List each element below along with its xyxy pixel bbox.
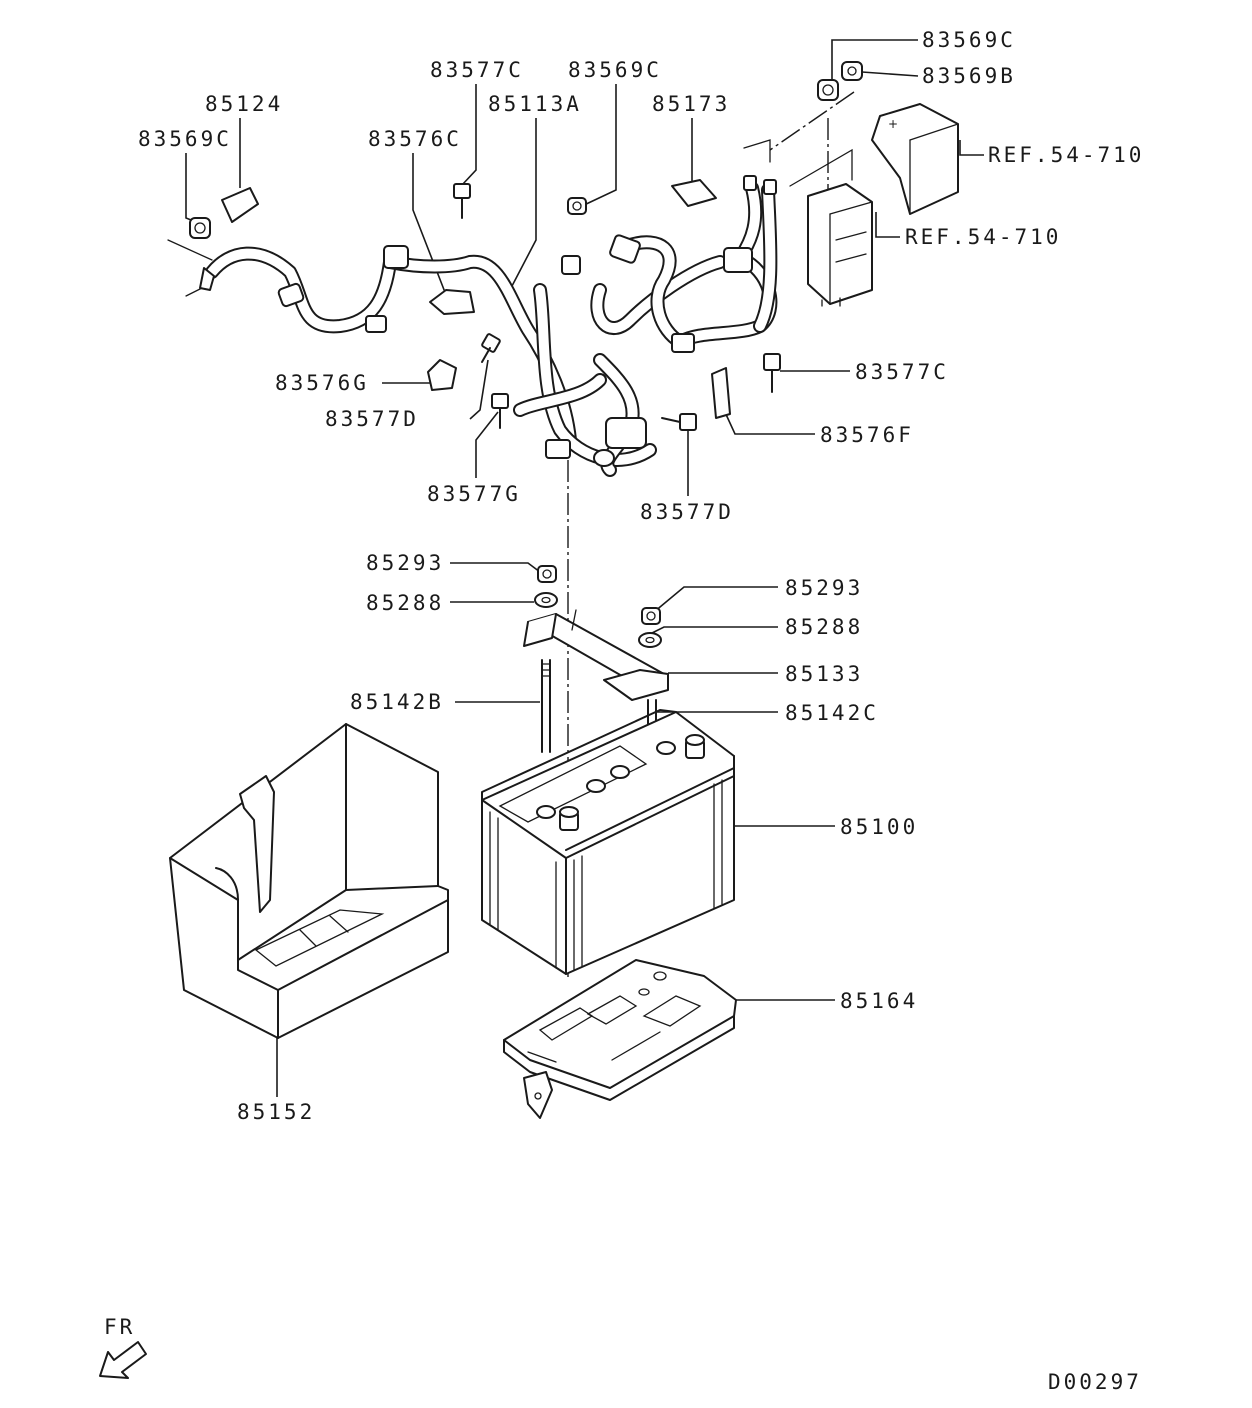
bolt-83577c-top[interactable] — [453, 183, 471, 219]
nut-83569c-left[interactable] — [189, 217, 211, 239]
label-83576C[interactable]: 83576C — [368, 127, 462, 151]
label-85288-left[interactable]: 85288 — [366, 591, 444, 615]
label-85142B[interactable]: 85142B — [350, 690, 444, 714]
leader-83577G — [475, 411, 499, 478]
washer-85288-left[interactable] — [534, 592, 558, 608]
sheet-code: D00297 — [1048, 1370, 1142, 1394]
leader-83569C-top — [831, 39, 918, 80]
clip-85124[interactable] — [221, 187, 259, 223]
battery-tray-85152[interactable] — [169, 723, 449, 1039]
nut-85293-right[interactable] — [641, 607, 661, 625]
bracket-85173[interactable] — [671, 179, 717, 207]
label-85173[interactable]: 85173 — [652, 92, 730, 116]
leader-83576C — [412, 153, 449, 301]
leader-85288-right — [649, 626, 778, 635]
bracket-83576g[interactable] — [427, 359, 457, 391]
leader-83577D-left — [469, 359, 489, 420]
label-85133[interactable]: 85133 — [785, 662, 863, 686]
nut-85293-left[interactable] — [537, 565, 557, 583]
bracket-83576c[interactable] — [429, 289, 475, 315]
label-85142C[interactable]: 85142C — [785, 701, 879, 725]
label-83577C-top[interactable]: 83577C — [430, 58, 524, 82]
leader-83577C-top — [461, 84, 477, 186]
label-83576F[interactable]: 83576F — [820, 423, 914, 447]
leader-83569B — [861, 71, 919, 77]
leader-85293-left — [450, 562, 541, 573]
svg-text:+: + — [888, 117, 898, 131]
label-83576G[interactable]: 83576G — [275, 371, 369, 395]
harness-fasteners — [189, 61, 863, 431]
battery-85100[interactable] — [481, 709, 735, 975]
leader-85113A — [511, 118, 537, 287]
nut-83569c-top[interactable] — [817, 79, 839, 101]
arrow-down-left-icon — [99, 1341, 147, 1379]
rod-85142b[interactable] — [541, 659, 551, 753]
bolt-83577c-right[interactable] — [763, 353, 781, 393]
label-83569B[interactable]: 83569B — [922, 64, 1016, 88]
label-85288-right[interactable]: 85288 — [785, 615, 863, 639]
label-83569C-left[interactable]: 83569C — [138, 127, 232, 151]
label-83577D-left[interactable]: 83577D — [325, 407, 419, 431]
nut-83569c-mid[interactable] — [567, 197, 587, 215]
battery-hold-down-85133[interactable] — [523, 609, 669, 701]
label-83577G[interactable]: 83577G — [427, 482, 521, 506]
label-85293-right[interactable]: 85293 — [785, 576, 863, 600]
label-85293-left[interactable]: 85293 — [366, 551, 444, 575]
leader-ref-upper — [959, 140, 984, 156]
relay-block-ref[interactable] — [807, 183, 873, 307]
leader-ref-lower — [875, 212, 900, 238]
label-83577C-right[interactable]: 83577C — [855, 360, 949, 384]
label-85113A[interactable]: 85113A — [488, 92, 582, 116]
label-ref-lower[interactable]: REF.54-710 — [905, 225, 1061, 249]
label-ref-upper[interactable]: REF.54-710 — [988, 143, 1144, 167]
callout-labels: 83569C 83569B REF.54-710 REF.54-710 8357… — [104, 28, 1144, 1394]
label-85100[interactable]: 85100 — [840, 815, 918, 839]
leader-83569C-left — [185, 153, 197, 223]
label-85124[interactable]: 85124 — [205, 92, 283, 116]
wiring-harness[interactable] — [167, 175, 778, 477]
leader-83576F — [723, 409, 815, 435]
fuse-box-ref[interactable]: + — [871, 103, 959, 215]
label-83569C-mid[interactable]: 83569C — [568, 58, 662, 82]
bolt-83577g[interactable] — [491, 393, 509, 429]
leader-lines — [185, 39, 984, 1097]
label-83569C-top[interactable]: 83569C — [922, 28, 1016, 52]
nut-83569b[interactable] — [841, 61, 863, 81]
bracket-83576f[interactable] — [711, 367, 731, 419]
bolt-83577d-bottom[interactable] — [661, 413, 697, 431]
battery-base-85164[interactable] — [503, 959, 737, 1119]
leader-83569C-mid — [581, 84, 617, 207]
leader-85293-right — [653, 586, 778, 613]
washer-85288-right[interactable] — [638, 632, 662, 648]
label-85164[interactable]: 85164 — [840, 989, 918, 1013]
ref-alignment-line-1 — [769, 91, 855, 151]
direction-label: FR — [104, 1315, 135, 1339]
bolt-83577d-left[interactable] — [481, 333, 501, 363]
label-85152[interactable]: 85152 — [237, 1100, 315, 1124]
label-83577D-bottom[interactable]: 83577D — [640, 500, 734, 524]
